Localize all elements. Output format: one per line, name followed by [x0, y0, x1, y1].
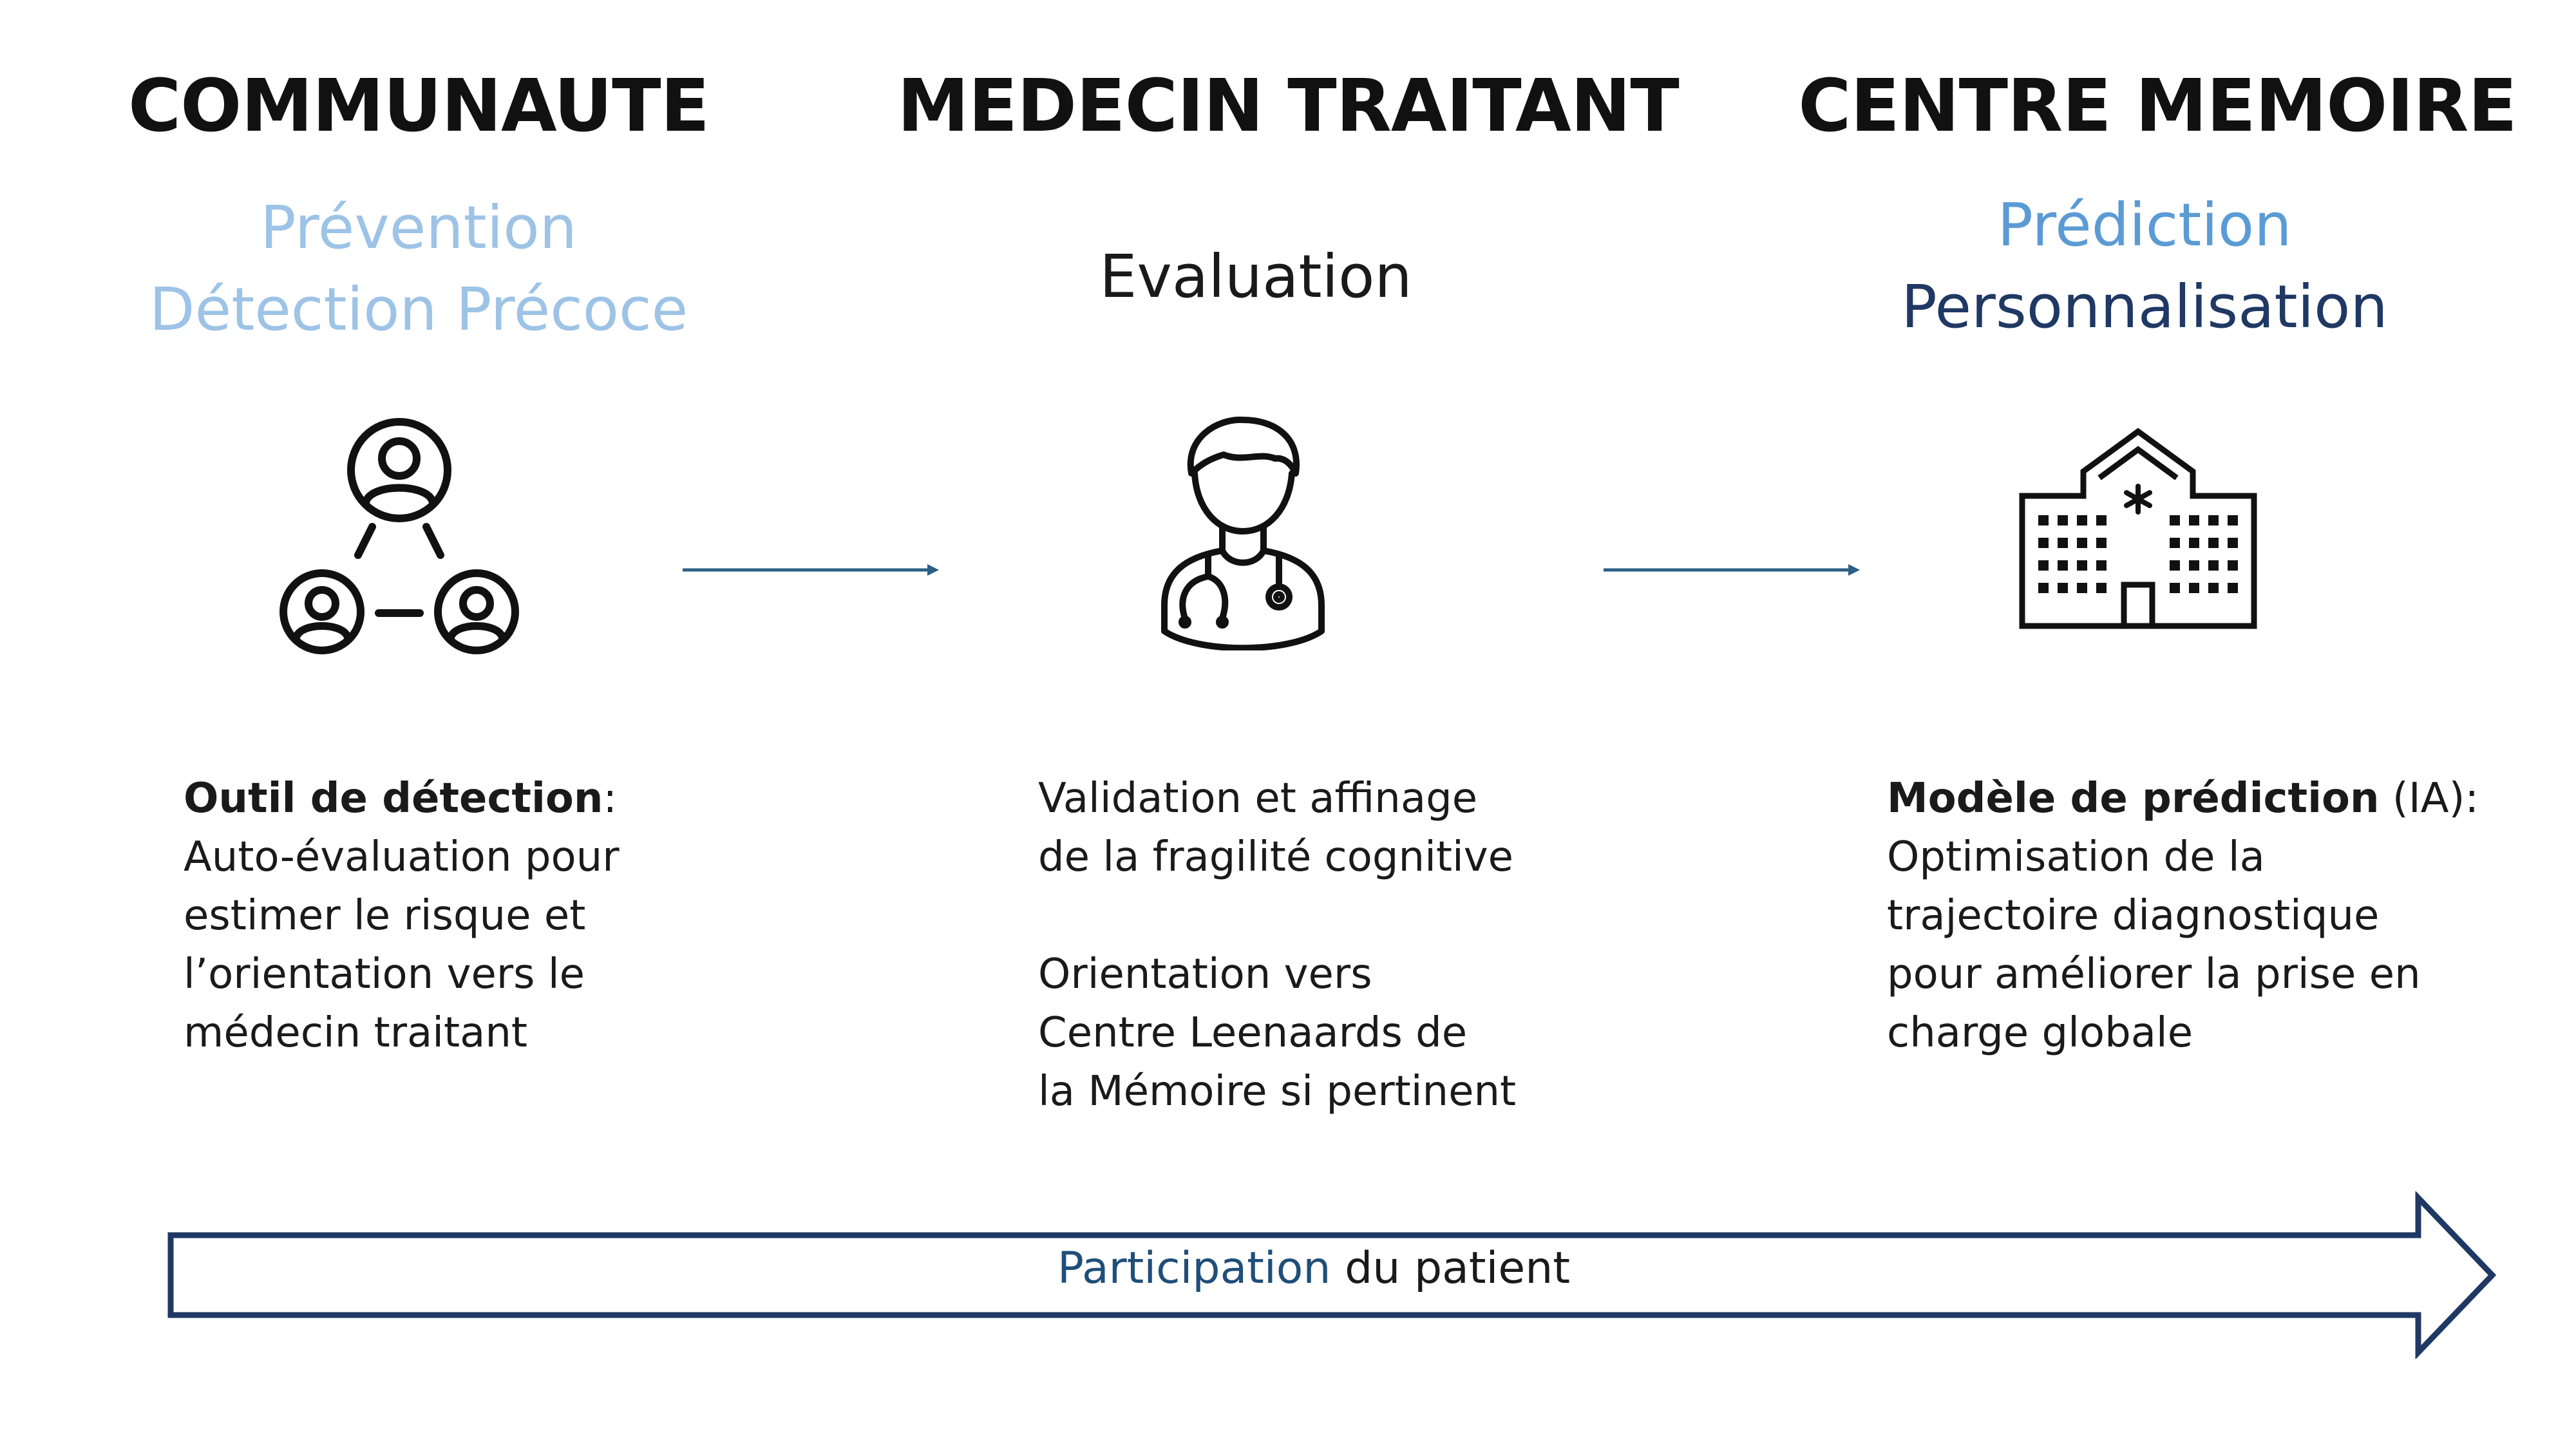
description-line: estimer le risque et	[184, 892, 586, 940]
subtitle-line-detection: Détection Précoce	[149, 275, 688, 344]
heading-centre-memoire: CENTRE MEMOIRE	[1798, 64, 2517, 148]
description-line: Auto-évaluation pour	[184, 833, 620, 881]
description-line: Centre Leenaards de	[1038, 1009, 1468, 1057]
patient-participation-arrow	[167, 1191, 2497, 1359]
description-line: l’orientation vers le	[184, 951, 585, 998]
subtitle-line-evaluation: Evaluation	[1099, 242, 1412, 311]
description-centre: Modèle de prédiction (IA): Optimisation …	[1887, 770, 2479, 1063]
patient-participation-label: Participation du patient	[644, 1243, 1984, 1294]
subtitle-communaute: Prévention Détection Précoce	[0, 187, 837, 350]
subtitle-centre: Prédiction Personnalisation	[1726, 184, 2563, 348]
subtitle-line-personnalisation: Personnalisation	[1901, 272, 2388, 341]
description-line: trajectoire diagnostique	[1887, 892, 2380, 940]
description-spacer	[1038, 887, 1516, 945]
description-medecin: Validation et affinage de la fragilité c…	[1038, 770, 1516, 1121]
community-network-icon	[279, 418, 519, 654]
description-bold-suffix: (IA):	[2379, 775, 2479, 822]
description-bold-suffix: :	[603, 775, 617, 822]
description-line: la Mémoire si pertinent	[1038, 1068, 1517, 1115]
description-line: médecin traitant	[184, 1009, 527, 1057]
heading-communaute: COMMUNAUTE	[128, 64, 710, 148]
subtitle-medecin: Evaluation	[837, 236, 1674, 317]
subtitle-line-prevention: Prévention	[260, 193, 577, 262]
hospital-building-icon	[2019, 428, 2257, 629]
connector-arrow-1	[683, 564, 939, 576]
description-line: Orientation vers	[1038, 951, 1372, 998]
heading-medecin-traitant: MEDECIN TRAITANT	[897, 64, 1680, 148]
description-bold: Modèle de prédiction	[1887, 775, 2380, 822]
description-line: charge globale	[1887, 1009, 2193, 1057]
description-communaute: Outil de détection: Auto-évaluation pour…	[184, 770, 620, 1063]
description-line: Validation et affinage	[1038, 775, 1478, 822]
description-heading: Outil de détection:	[184, 770, 620, 828]
connector-arrow-2	[1604, 564, 1860, 576]
description-heading: Modèle de prédiction (IA):	[1887, 770, 2479, 828]
participation-word: Participation	[1057, 1243, 1331, 1294]
description-line: pour améliorer la prise en	[1887, 951, 2421, 998]
subtitle-line-prediction: Prédiction	[1997, 191, 2292, 260]
description-line: Optimisation de la	[1887, 833, 2265, 881]
description-line: de la fragilité cognitive	[1038, 833, 1513, 881]
du-patient-text: du patient	[1331, 1243, 1570, 1294]
description-bold: Outil de détection	[184, 775, 603, 822]
doctor-stethoscope-icon	[1161, 416, 1325, 650]
